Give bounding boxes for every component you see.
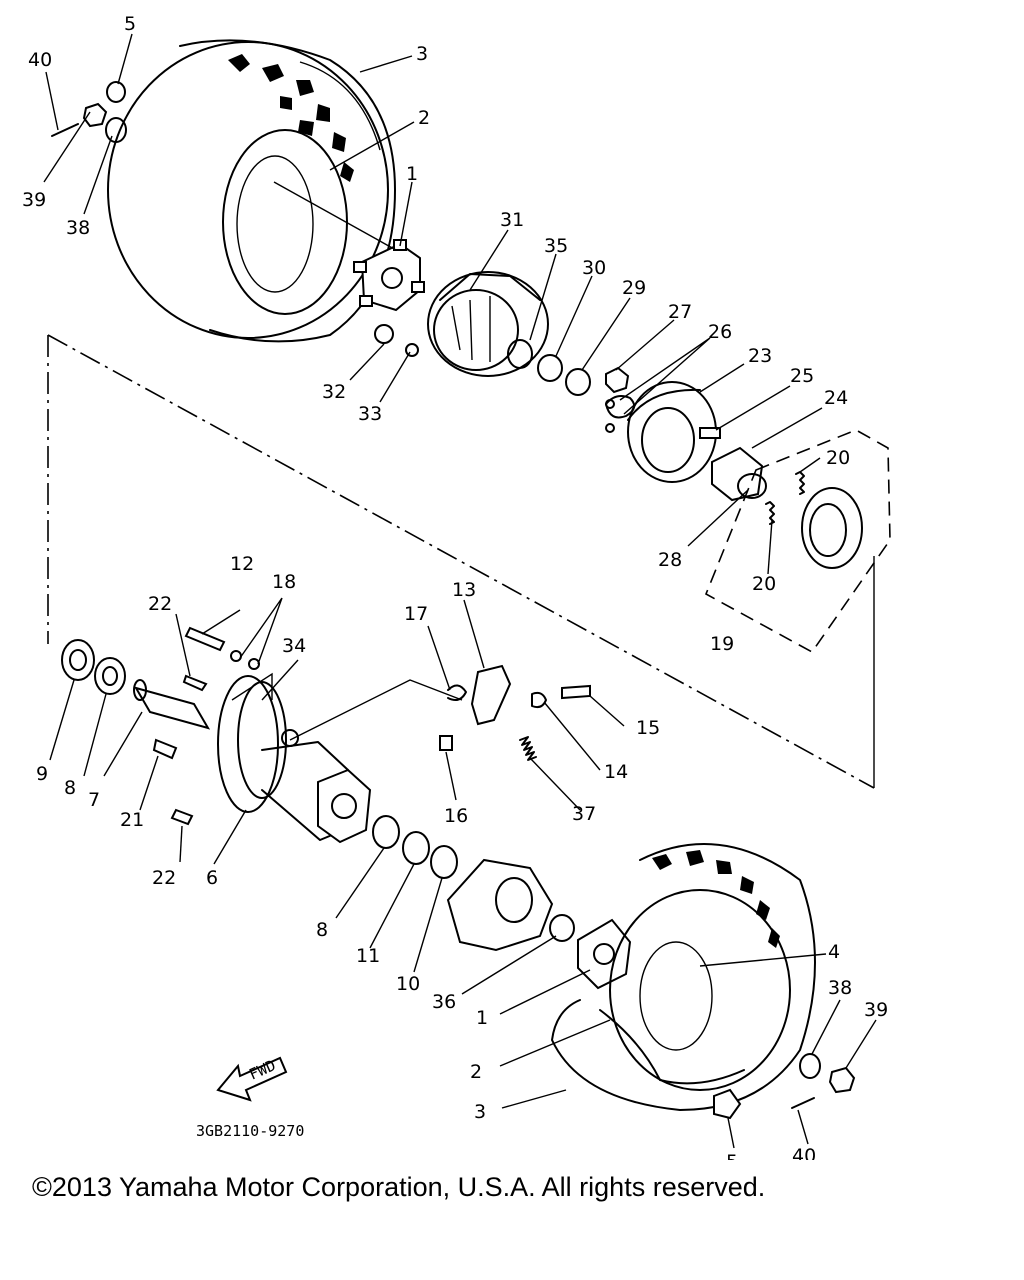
part-label-2: 2 (418, 107, 430, 129)
part-label-39b: 39 (864, 999, 888, 1021)
part-label-31: 31 (500, 209, 524, 231)
part-label-1b: 1 (476, 1007, 488, 1029)
axle-housing (217, 675, 372, 844)
part-label-30: 30 (582, 257, 606, 279)
part-label-24: 24 (824, 387, 848, 409)
part-label-4: 4 (828, 941, 840, 963)
part-label-19: 19 (710, 633, 734, 655)
part-label-32: 32 (322, 381, 346, 403)
fasteners (152, 626, 591, 826)
part-label-37: 37 (572, 803, 596, 825)
part-label-13: 13 (452, 579, 476, 601)
part-label-23: 23 (748, 345, 772, 367)
part-label-28: 28 (658, 549, 682, 571)
part-label-26: 26 (708, 321, 732, 343)
brake-panel (627, 381, 721, 483)
axle-assembly (61, 639, 211, 730)
lower-tire (551, 843, 816, 1120)
fwd-arrow-icon: FWD (216, 1056, 288, 1102)
part-label-27: 27 (668, 301, 692, 323)
part-label-10: 10 (396, 973, 420, 995)
part-label-6: 6 (206, 867, 218, 889)
part-label-40b: 40 (792, 1145, 816, 1160)
leader-lines (43, 33, 877, 1149)
part-label-35: 35 (544, 235, 568, 257)
part-label-16: 16 (444, 805, 468, 827)
part-label-22b: 22 (152, 867, 176, 889)
lower-small-parts (51, 81, 856, 1109)
part-label-12: 12 (230, 553, 254, 575)
upper-small-parts (374, 324, 636, 433)
part-label-29: 29 (622, 277, 646, 299)
part-label-21: 21 (120, 809, 144, 831)
lower-wheel-hub (577, 918, 632, 990)
part-label-9: 9 (36, 763, 48, 785)
part-label-14: 14 (604, 761, 628, 783)
part-label-25: 25 (790, 365, 814, 387)
upper-wheel-hub (353, 239, 425, 312)
assembly-lines (47, 181, 875, 789)
copyright-notice: ©2013 Yamaha Motor Corporation, U.S.A. A… (32, 1172, 766, 1202)
part-label-3b: 3 (474, 1101, 486, 1123)
part-label-18: 18 (272, 571, 296, 593)
part-label-20b: 20 (752, 573, 776, 595)
part-label-7: 7 (88, 789, 100, 811)
brake-drum (427, 271, 549, 377)
lower-bearings (372, 815, 575, 942)
part-label-17: 17 (404, 603, 428, 625)
brake-cam-lever (447, 664, 547, 761)
part-label-1: 1 (406, 163, 418, 185)
part-label-38b: 38 (828, 977, 852, 999)
part-label-36: 36 (432, 991, 456, 1013)
drawing-code: 3GB2110-9270 (196, 1122, 304, 1140)
part-label-20: 20 (826, 447, 850, 469)
part-label-8: 8 (64, 777, 76, 799)
part-label-5: 5 (124, 13, 136, 35)
part-label-11: 11 (356, 945, 380, 967)
exploded-parts-diagram: FWD (22, 13, 891, 1160)
part-label-39: 39 (22, 189, 46, 211)
part-label-15: 15 (636, 717, 660, 739)
brake-cam-hub (711, 446, 767, 502)
brake-shoe-group (704, 429, 891, 654)
part-label-3: 3 (416, 43, 428, 65)
part-label-34: 34 (282, 635, 306, 657)
part-number-labels: 5 40 3 2 1 39 38 31 35 30 29 27 26 23 25… (22, 13, 888, 1160)
upper-tire (107, 39, 396, 343)
part-label-40: 40 (28, 49, 52, 71)
part-label-22: 22 (148, 593, 172, 615)
part-label-8b: 8 (316, 919, 328, 941)
final-drive-case (446, 858, 554, 952)
part-label-38: 38 (66, 217, 90, 239)
part-label-5b: 5 (726, 1151, 738, 1160)
part-label-33: 33 (358, 403, 382, 425)
part-label-2b: 2 (470, 1061, 482, 1083)
